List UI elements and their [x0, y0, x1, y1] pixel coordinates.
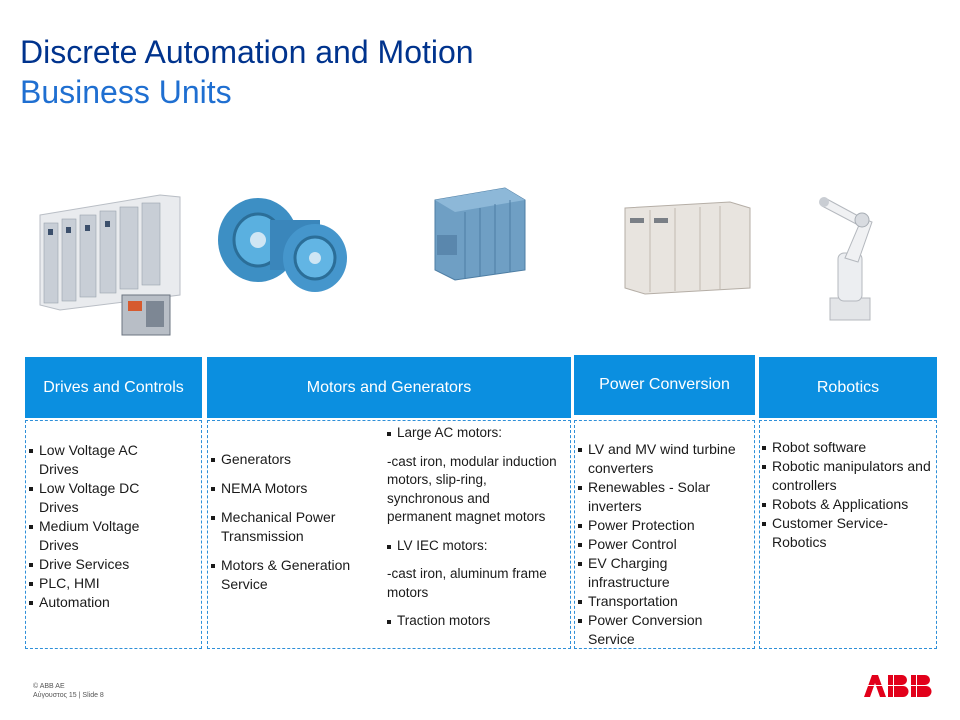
drives-box [25, 420, 202, 649]
drives-cabinet-image [39, 194, 181, 336]
abb-logo [862, 675, 934, 697]
list-item: PLC, HMI [29, 574, 179, 593]
list-item: Motors & Generation Service [211, 556, 376, 594]
date-slide-text: Αύγουστος 15 | Slide 8 [33, 692, 104, 699]
list-item: Power Conversion Service [578, 611, 738, 649]
list-item: Robotic manipulators and controllers [762, 457, 934, 495]
robotics-list: Robot software Robotic manipulators and … [762, 438, 934, 552]
drives-and-controls-header: Drives and Controls [25, 357, 202, 418]
power-conversion-cabinet-image [624, 201, 751, 295]
motors-box [207, 420, 571, 649]
list-item: Low Voltage AC Drives [29, 441, 179, 479]
list-item: Low Voltage DC Drives [29, 479, 179, 517]
robotics-box [759, 420, 937, 649]
list-item: LV and MV wind turbine converters [578, 440, 738, 478]
list-item: Generators [211, 450, 376, 469]
list-item: Large AC motors: [387, 424, 557, 443]
list-item: NEMA Motors [211, 479, 376, 498]
large-ac-description: -cast iron, modular induction motors, sl… [387, 453, 557, 525]
list-item: Renewables - Solar inverters [578, 478, 738, 516]
list-item: LV IEC motors: [387, 537, 557, 556]
list-item: Mechanical Power Transmission [211, 508, 376, 546]
motors-and-generators-header: Motors and Generators [207, 357, 571, 418]
robotics-header: Robotics [759, 357, 937, 418]
power-list: LV and MV wind turbine converters Renewa… [578, 440, 738, 649]
list-item: Customer Service-Robotics [762, 514, 934, 552]
slide-title: Discrete Automation and Motion [20, 34, 474, 70]
list-item: Robot software [762, 438, 934, 457]
motors-right-list: Large AC motors: -cast iron, modular ind… [387, 424, 557, 631]
list-item: Power Control [578, 535, 738, 554]
list-item: Traction motors [387, 612, 557, 631]
list-item: Automation [29, 593, 179, 612]
list-item: Transportation [578, 592, 738, 611]
motors-left-list: Generators NEMA Motors Mechanical Power … [211, 450, 376, 594]
list-item: Medium Voltage Drives [29, 517, 179, 555]
copyright-text: © ABB AE [33, 683, 65, 690]
list-item: EV Charging infrastructure [578, 554, 738, 592]
power-box [574, 420, 755, 649]
list-item: Robots & Applications [762, 495, 934, 514]
slide-subtitle: Business Units [20, 74, 232, 110]
drives-list: Low Voltage AC Drives Low Voltage DC Dri… [29, 441, 179, 612]
list-item: Power Protection [578, 516, 738, 535]
robot-image [819, 197, 873, 321]
large-ac-motor-image [434, 187, 526, 281]
list-item: Drive Services [29, 555, 179, 574]
motors-image [218, 198, 347, 292]
lv-iec-description: -cast iron, aluminum frame motors [387, 566, 547, 600]
power-conversion-header: Power Conversion [574, 355, 755, 415]
